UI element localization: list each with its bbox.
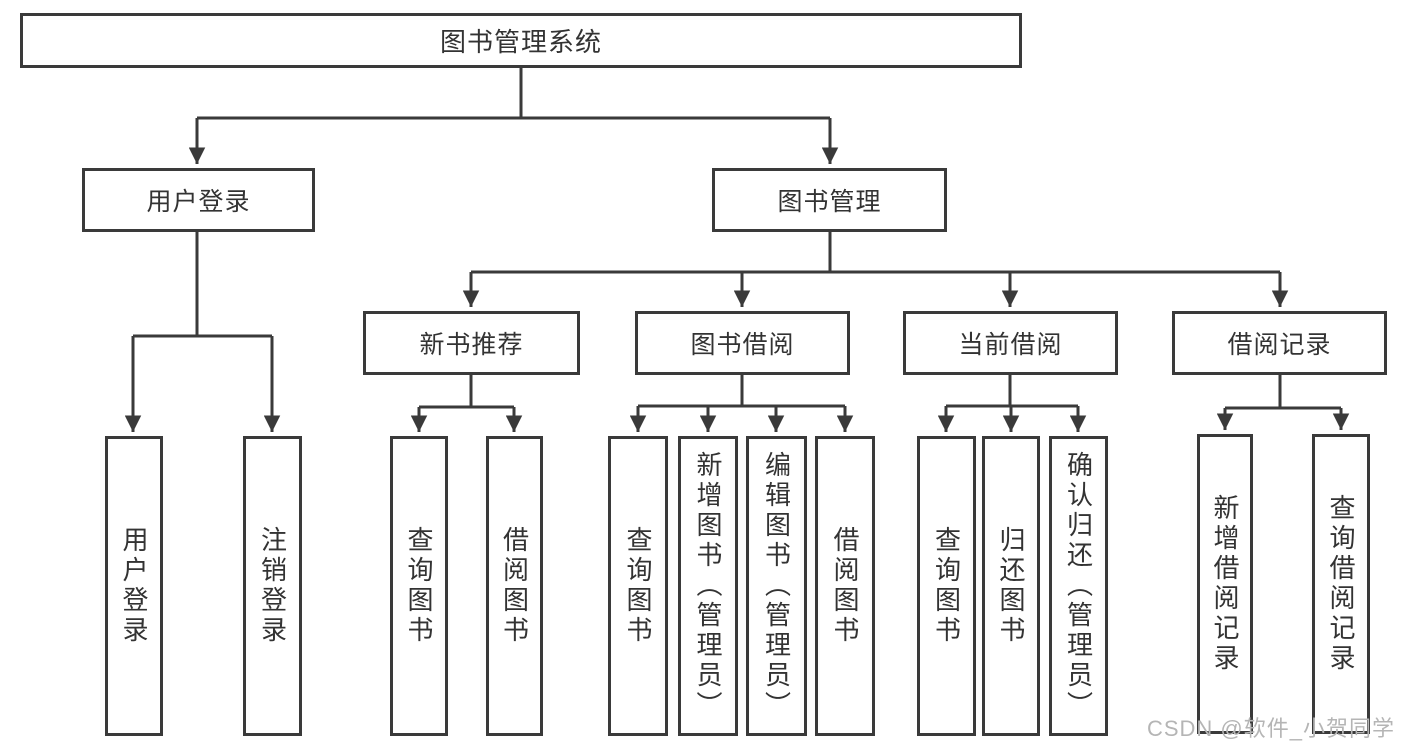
leaf-confirm-return-admin: 确认归还（管理员） (1049, 436, 1108, 736)
leaf-edit-books-admin: 编辑图书（管理员） (746, 436, 807, 736)
node-label: 借阅记录 (1227, 331, 1332, 359)
leaf-label: 查询借阅记录 (1326, 494, 1356, 674)
leaf-add-borrow-record: 新增借阅记录 (1197, 434, 1253, 734)
leaf-label: 查询图书 (404, 526, 434, 646)
node-label: 当前借阅 (958, 331, 1063, 359)
node-borrowing-records: 借阅记录 (1172, 311, 1387, 375)
connector-current-borrowing-split (937, 375, 1087, 432)
connector-user-login-split (124, 232, 281, 432)
connector-book-management-split (462, 232, 1289, 307)
leaf-label: 确认归还（管理员） (1063, 451, 1094, 721)
leaf-add-books-admin: 新增图书（管理员） (678, 436, 738, 736)
node-label: 图书管理 (777, 188, 882, 216)
node-current-borrowing: 当前借阅 (903, 311, 1118, 375)
node-user-login: 用户登录 (82, 168, 315, 232)
leaf-query-books-2: 查询图书 (608, 436, 668, 736)
leaf-label: 编辑图书（管理员） (761, 451, 792, 721)
node-label: 图书管理系统 (439, 27, 602, 57)
leaf-query-books-3: 查询图书 (917, 436, 976, 736)
leaf-label: 新增图书（管理员） (693, 451, 723, 721)
node-label: 新书推荐 (419, 331, 524, 359)
leaf-borrow-books-2: 借阅图书 (815, 436, 875, 736)
leaf-label: 借阅图书 (499, 526, 530, 646)
leaf-user-login: 用户登录 (105, 436, 163, 736)
leaf-label: 新增借阅记录 (1210, 494, 1240, 674)
leaf-query-books-1: 查询图书 (390, 436, 448, 736)
node-label: 用户登录 (146, 188, 251, 216)
leaf-label: 查询图书 (931, 526, 962, 646)
leaf-label: 注销登录 (257, 526, 288, 646)
leaf-borrow-books-1: 借阅图书 (486, 436, 543, 736)
leaf-query-borrow-record: 查询借阅记录 (1312, 434, 1370, 734)
leaf-logout: 注销登录 (243, 436, 302, 736)
leaf-label: 用户登录 (119, 526, 149, 646)
node-label: 图书借阅 (690, 331, 795, 359)
node-new-book-recommendation: 新书推荐 (363, 311, 580, 375)
leaf-label: 归还图书 (996, 526, 1026, 646)
leaf-label: 查询图书 (623, 526, 653, 646)
leaf-return-books: 归还图书 (982, 436, 1040, 736)
node-library-management-system: 图书管理系统 (20, 13, 1022, 68)
leaf-label: 借阅图书 (830, 526, 860, 646)
connector-borrowing-records-split (1216, 375, 1350, 430)
csdn-watermark: CSDN @软件_小贺同学 (1146, 716, 1395, 741)
connector-root-split (188, 68, 839, 164)
connector-new-book-split (410, 375, 523, 432)
connector-book-borrowing-split (629, 375, 854, 432)
node-book-borrowing: 图书借阅 (635, 311, 850, 375)
node-book-management: 图书管理 (712, 168, 947, 232)
